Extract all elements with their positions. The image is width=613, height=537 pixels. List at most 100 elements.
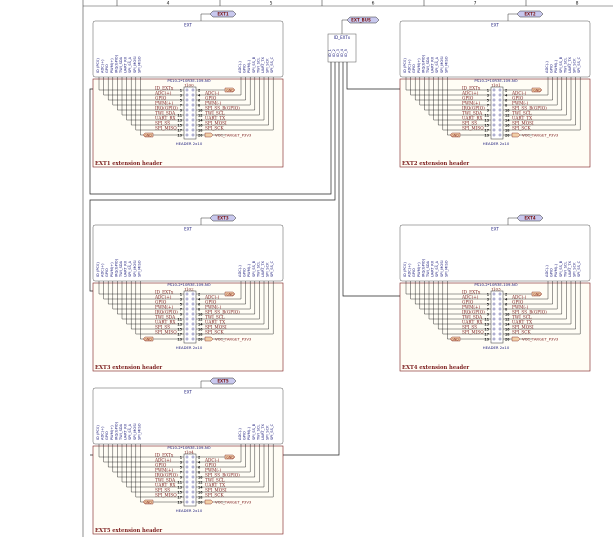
ext-bus-title: EXT bbox=[184, 390, 192, 395]
signal-label: SPI_SCK bbox=[205, 125, 225, 130]
ext-pin-label: UART_TX bbox=[261, 423, 265, 440]
signal-label: PWM(-) bbox=[205, 304, 221, 309]
vcc-flag bbox=[204, 499, 214, 505]
gnd-label: GND bbox=[144, 337, 152, 341]
pin-circle bbox=[498, 128, 502, 132]
gnd-label: GND bbox=[226, 292, 234, 296]
pin-circle bbox=[191, 307, 195, 311]
pin-circle bbox=[185, 322, 189, 326]
connector-ref: J103 bbox=[490, 287, 501, 292]
signal-label: PWM(-) bbox=[512, 100, 528, 105]
ext-pin-label: IRQ(GPIO) bbox=[114, 54, 118, 73]
signal-label: SPI_MISO bbox=[462, 125, 484, 130]
signal-label: PWM(+) bbox=[155, 100, 174, 105]
pin-circle bbox=[185, 312, 189, 316]
pin-circle bbox=[498, 103, 502, 107]
ext-pin-label: TWI_SCL bbox=[256, 262, 260, 278]
ext-pin-label: UART_TX bbox=[261, 260, 265, 277]
pin-circle bbox=[498, 337, 502, 341]
pin-circle bbox=[492, 88, 496, 92]
signal-label: TWI_SCL bbox=[205, 110, 225, 115]
pin-circle bbox=[191, 490, 195, 494]
pin-circle bbox=[191, 332, 195, 336]
pin-circle bbox=[185, 133, 189, 137]
part-number: PS10-2*10R3E-109-NO bbox=[474, 78, 517, 83]
gnd-flag bbox=[449, 132, 461, 138]
pin-circle bbox=[191, 337, 195, 341]
ext-pin-label: ADC(+) bbox=[101, 426, 105, 440]
bus-pin-label: ID_1 bbox=[328, 49, 332, 57]
column-ruler bbox=[82, 0, 613, 537]
pin-circle bbox=[191, 322, 195, 326]
signal-label: SPI_SS bbox=[462, 324, 477, 329]
pin-circle bbox=[185, 490, 189, 494]
signal-label: SPI_SCK bbox=[205, 492, 225, 497]
ext-pin-label: UART_RX bbox=[431, 260, 435, 277]
signal-label: ADC(+) bbox=[154, 90, 172, 95]
ext-bus-box bbox=[92, 224, 284, 282]
signal-label: IRQ(GPIO) bbox=[155, 309, 178, 314]
signal-label: ADC(+) bbox=[154, 294, 172, 299]
signal-label: UART_RX bbox=[155, 319, 176, 324]
ext-pin-label: GPIO bbox=[550, 268, 554, 277]
ext-pin-label: SPI_MOSI bbox=[133, 260, 137, 277]
ext-pin-label: SPI_SS_A bbox=[128, 423, 132, 440]
signal-label: GPIO bbox=[512, 95, 524, 100]
signal-label: TWI_SCL bbox=[512, 110, 532, 115]
ext-pin-label: TWI_SDA bbox=[119, 260, 123, 278]
ext-bus-title: EXT bbox=[491, 23, 499, 28]
ext-pin-label: SPI_SS_A bbox=[435, 260, 439, 277]
net-tag-label: EXT4 bbox=[524, 216, 536, 221]
signal-label: SPI_MISO bbox=[462, 329, 484, 334]
connector-ref: J104 bbox=[183, 450, 194, 455]
signal-label: IRQ(GPIO) bbox=[155, 472, 178, 477]
pin-circle bbox=[191, 327, 195, 331]
pin-circle bbox=[492, 317, 496, 321]
ext-pin-label: SPI_SS_A bbox=[128, 56, 132, 73]
pin-circle bbox=[191, 103, 195, 107]
ext-pin-label: SPI_MISO bbox=[444, 56, 448, 73]
signal-label: GPIO bbox=[205, 95, 217, 100]
pin-circle bbox=[191, 302, 195, 306]
ext-pin-label: ID (PC0) bbox=[96, 58, 100, 73]
signal-label: GPIO bbox=[155, 95, 167, 100]
pin-circle bbox=[191, 88, 195, 92]
ext-pin-label: ID (PC0) bbox=[403, 58, 407, 73]
pin-circle bbox=[191, 460, 195, 464]
ext-pin-label: UART_TX bbox=[568, 260, 572, 277]
ext-pin-label: TWI_SCL bbox=[563, 58, 567, 74]
ext-pin-label: GPIO bbox=[105, 268, 109, 277]
signal-label: GPIO bbox=[462, 299, 474, 304]
bus-pin-label: ID_3 bbox=[336, 49, 340, 57]
pin-circle bbox=[185, 485, 189, 489]
ext-pin-label: ADC(+) bbox=[408, 263, 412, 277]
bus-ref: EXT_BUS bbox=[351, 18, 371, 23]
signal-label: TWI_SCL bbox=[205, 314, 225, 319]
ext-pin-label: PWM(+) bbox=[110, 262, 114, 277]
net-tag-label: EXT5 bbox=[217, 379, 229, 384]
ext-pin-label: PWM(+) bbox=[417, 58, 421, 73]
ext-bus-title: EXT bbox=[184, 227, 192, 232]
signal-label: SPI_SCK bbox=[205, 329, 225, 334]
signal-label: ID_EXTx bbox=[155, 289, 174, 294]
header-type: HEADER 2x10 bbox=[176, 141, 203, 146]
gnd-flag bbox=[531, 291, 543, 297]
pin-circle bbox=[492, 337, 496, 341]
pin-circle bbox=[185, 317, 189, 321]
pin-circle bbox=[498, 108, 502, 112]
signal-label: ID_EXTx bbox=[462, 289, 481, 294]
ext-pin-label: SPI_MISO bbox=[137, 260, 141, 277]
ext-pin-label: TWI_SDA bbox=[426, 260, 430, 278]
signal-label: SPI_SS bbox=[462, 120, 477, 125]
ext-pin-label: UART_RX bbox=[124, 423, 128, 440]
connector-ref: J101 bbox=[490, 83, 500, 88]
ext-pin-label: ID (PC0) bbox=[96, 262, 100, 277]
ext-pin-label: PWM(-) bbox=[247, 263, 251, 277]
vcc-label: VCC_TARGET_P3V3 bbox=[215, 499, 252, 504]
part-number: PS10-2*10R3E-109-NO bbox=[167, 78, 210, 83]
ext-pin-label: SPI_SS_C bbox=[270, 56, 274, 73]
ext-pin-label: PWM(-) bbox=[247, 426, 251, 440]
signal-label: SPI_SS_B(GPIO) bbox=[205, 309, 240, 314]
